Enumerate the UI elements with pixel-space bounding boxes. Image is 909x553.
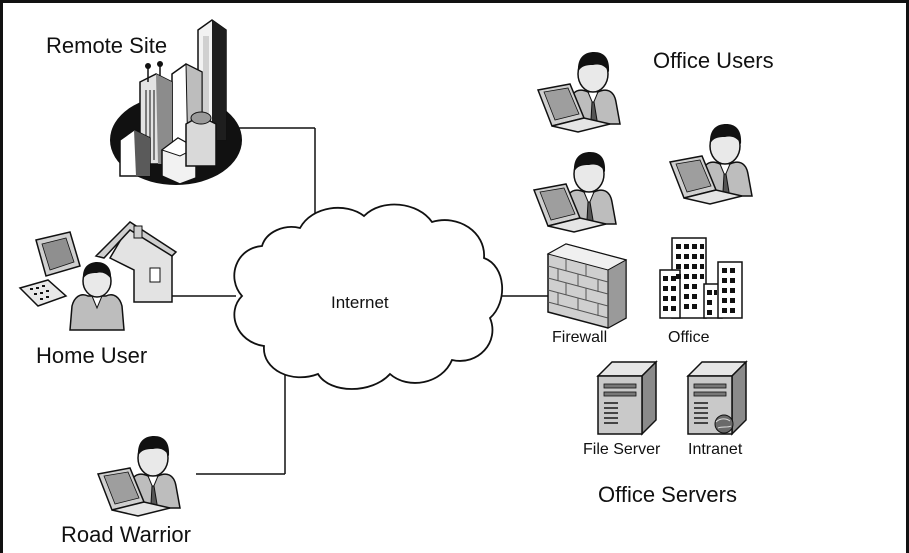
cloud-icon: [233, 203, 503, 390]
office-servers-label: Office Servers: [598, 482, 737, 507]
remote-site-label: Remote Site: [46, 33, 168, 58]
office-user-1: [537, 51, 621, 133]
internet-label: Internet: [331, 293, 389, 312]
road-warrior-laptop-user: [97, 435, 181, 517]
laptop-user-icon: [669, 123, 753, 205]
office-user-3: [669, 123, 753, 205]
server-globe-icon: [687, 361, 747, 435]
laptop-user-icon: [537, 51, 621, 133]
server-tower-icon: [597, 361, 657, 435]
laptop-user-icon: [533, 151, 617, 233]
brick-wall-icon: [546, 243, 628, 329]
office-user-2: [533, 151, 617, 233]
office-users-label: Office Users: [653, 48, 774, 73]
home-user-label: Home User: [36, 343, 148, 368]
laptop-user-icon: [97, 435, 181, 517]
home-computer-user-icon: [18, 221, 178, 331]
firewall-label: Firewall: [552, 329, 608, 346]
file-server-label: File Server: [583, 441, 661, 458]
office-building-icon: [659, 237, 743, 319]
intranet-label: Intranet: [688, 441, 743, 458]
road-warrior-label: Road Warrior: [61, 522, 191, 547]
office-label: Office: [668, 329, 710, 346]
office-buildings-icon: [110, 19, 242, 185]
